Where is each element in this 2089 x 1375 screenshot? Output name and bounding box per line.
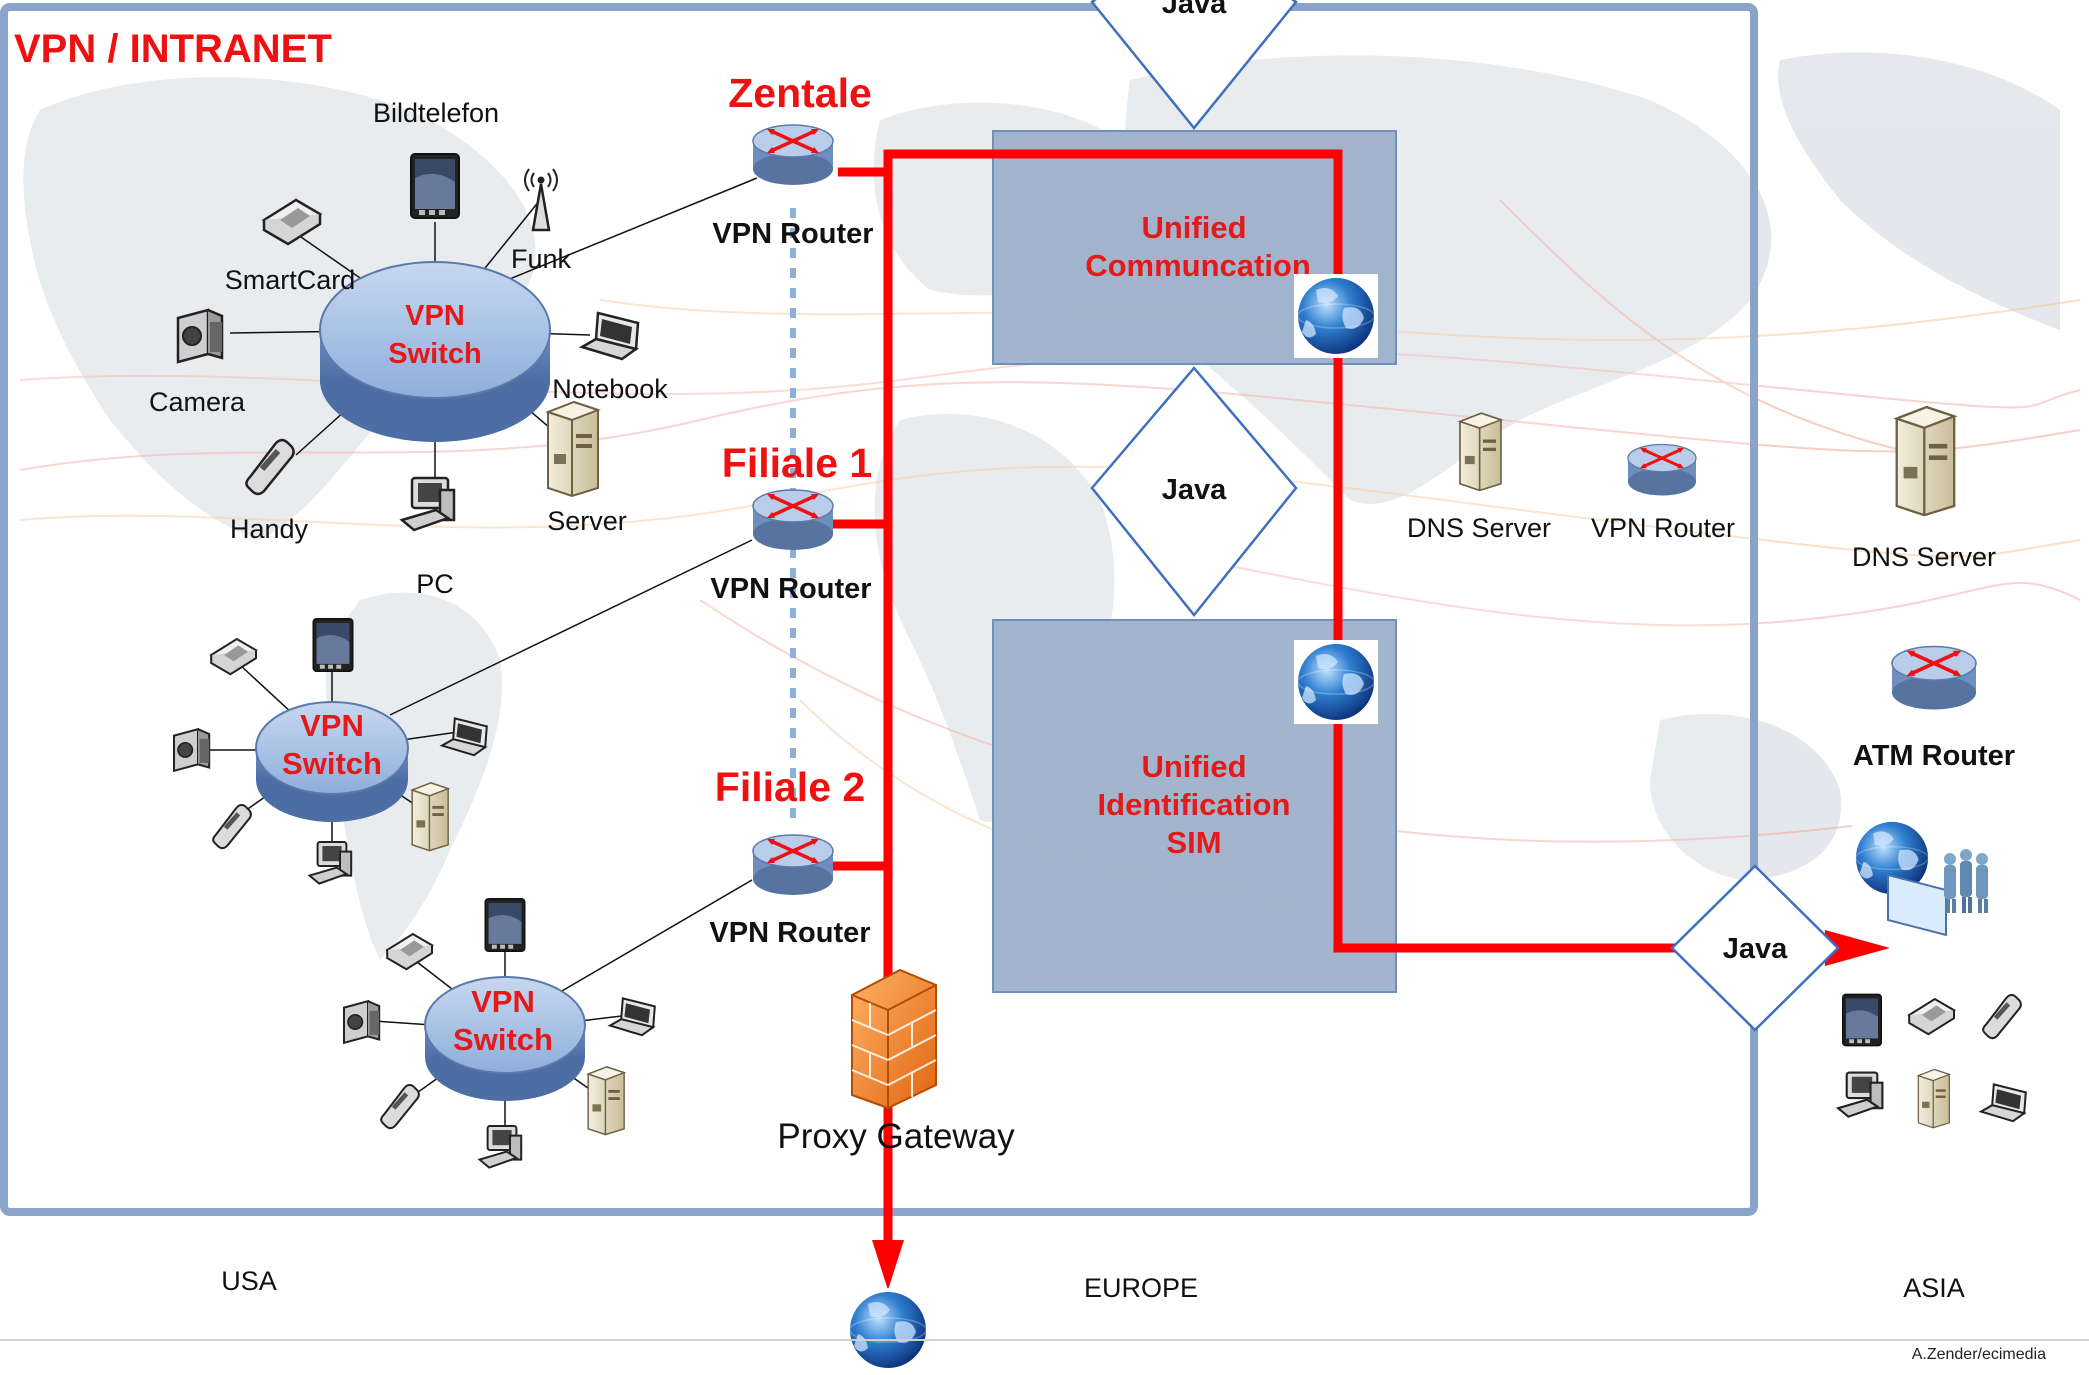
page-title: VPN / INTRANET	[14, 27, 332, 71]
camera-icon	[176, 308, 224, 364]
vpn-switch-second: VPN Switch	[255, 701, 409, 822]
router-label: VPN Router	[712, 218, 873, 250]
svg-text:Java: Java	[1162, 0, 1227, 20]
svg-text:Switch: Switch	[453, 1022, 553, 1057]
europe-dns-label: DNS Server	[1407, 513, 1551, 543]
java-diamond-asia: Java	[1670, 864, 1840, 1032]
device-label-notebook: Notebook	[552, 374, 668, 404]
router-icon	[751, 488, 835, 552]
site-label-branch1: Filiale 1	[722, 440, 872, 486]
uid-label-line2: Identification	[1098, 787, 1291, 822]
switch-router-links	[389, 177, 758, 996]
vpn-switch-top: VPN Switch	[319, 261, 551, 442]
proxy-gateway-label: Proxy Gateway	[777, 1117, 1015, 1156]
router-icon	[1626, 443, 1698, 497]
tablet-icon	[1842, 993, 1883, 1047]
credit-text: A.Zender/ecimedia	[1912, 1346, 2046, 1363]
router-icon	[751, 833, 835, 897]
java-diamond-top: Java	[1090, 0, 1298, 130]
svg-text:VPN: VPN	[405, 300, 465, 332]
device-label-camera: Camera	[149, 387, 246, 417]
uc-label-line1: Unified	[1141, 210, 1246, 245]
svg-text:Java: Java	[1723, 933, 1788, 965]
device-label-radio: Funk	[511, 244, 572, 274]
smartcard-reader-icon	[1908, 997, 1956, 1036]
europe-router-label: VPN Router	[1591, 513, 1735, 543]
device-label-videophone: Bildtelefon	[373, 98, 499, 128]
svg-text:Java: Java	[1162, 474, 1227, 506]
svg-text:VPN: VPN	[300, 708, 364, 743]
phone-icon	[1983, 995, 2021, 1038]
firewall-icon	[851, 968, 937, 1110]
device-label-smartcard: SmartCard	[225, 265, 356, 295]
atm-router-icon	[1890, 644, 1978, 712]
pc-icon	[1837, 1071, 1884, 1118]
globe-icon	[1293, 639, 1379, 725]
device-label-server: Server	[547, 506, 627, 536]
uid-label-line1: Unified	[1141, 749, 1246, 784]
laptop-icon	[1979, 1083, 2027, 1123]
java-diamond-middle: Java	[1090, 366, 1298, 617]
region-label-usa: USA	[221, 1266, 277, 1296]
svg-text:Switch: Switch	[282, 746, 382, 781]
server-icon	[547, 401, 599, 497]
dns-server-icon	[1459, 412, 1502, 492]
tablet-icon	[410, 153, 460, 219]
server-icon	[411, 782, 449, 852]
site-label-central: Zentale	[728, 70, 872, 116]
svg-text:Switch: Switch	[388, 338, 481, 370]
router-icon	[751, 123, 835, 187]
camera-icon	[172, 728, 211, 772]
vpn-switch-third: VPN Switch	[424, 976, 586, 1101]
uid-label-line3: SIM	[1166, 825, 1221, 860]
asia-dns-label: DNS Server	[1852, 542, 1996, 572]
downlink-arrow	[872, 1240, 904, 1290]
server-icon	[1917, 1068, 1950, 1129]
globe-icon	[1293, 273, 1379, 359]
site-label-branch2: Filiale 2	[715, 764, 865, 810]
region-label-asia: ASIA	[1903, 1273, 1965, 1303]
router-label: VPN Router	[710, 573, 871, 605]
asia-atm-label: ATM Router	[1853, 740, 2015, 772]
camera-icon	[342, 1000, 381, 1044]
globe-icon	[845, 1287, 931, 1373]
tablet-icon	[484, 897, 526, 953]
device-label-mobile: Handy	[230, 514, 309, 544]
region-label-europe: EUROPE	[1084, 1273, 1198, 1303]
remote-users-icon	[1851, 817, 1988, 937]
server-icon	[587, 1066, 625, 1136]
dns-server-icon	[1895, 405, 1956, 517]
asia-link-arrow	[1825, 930, 1890, 966]
device-label-pc: PC	[416, 569, 454, 599]
tablet-icon	[312, 617, 354, 673]
router-label: VPN Router	[709, 917, 870, 949]
svg-text:VPN: VPN	[471, 984, 535, 1019]
uc-label-line2: Communcation	[1085, 248, 1311, 283]
remote-devices-group	[1837, 993, 2027, 1129]
